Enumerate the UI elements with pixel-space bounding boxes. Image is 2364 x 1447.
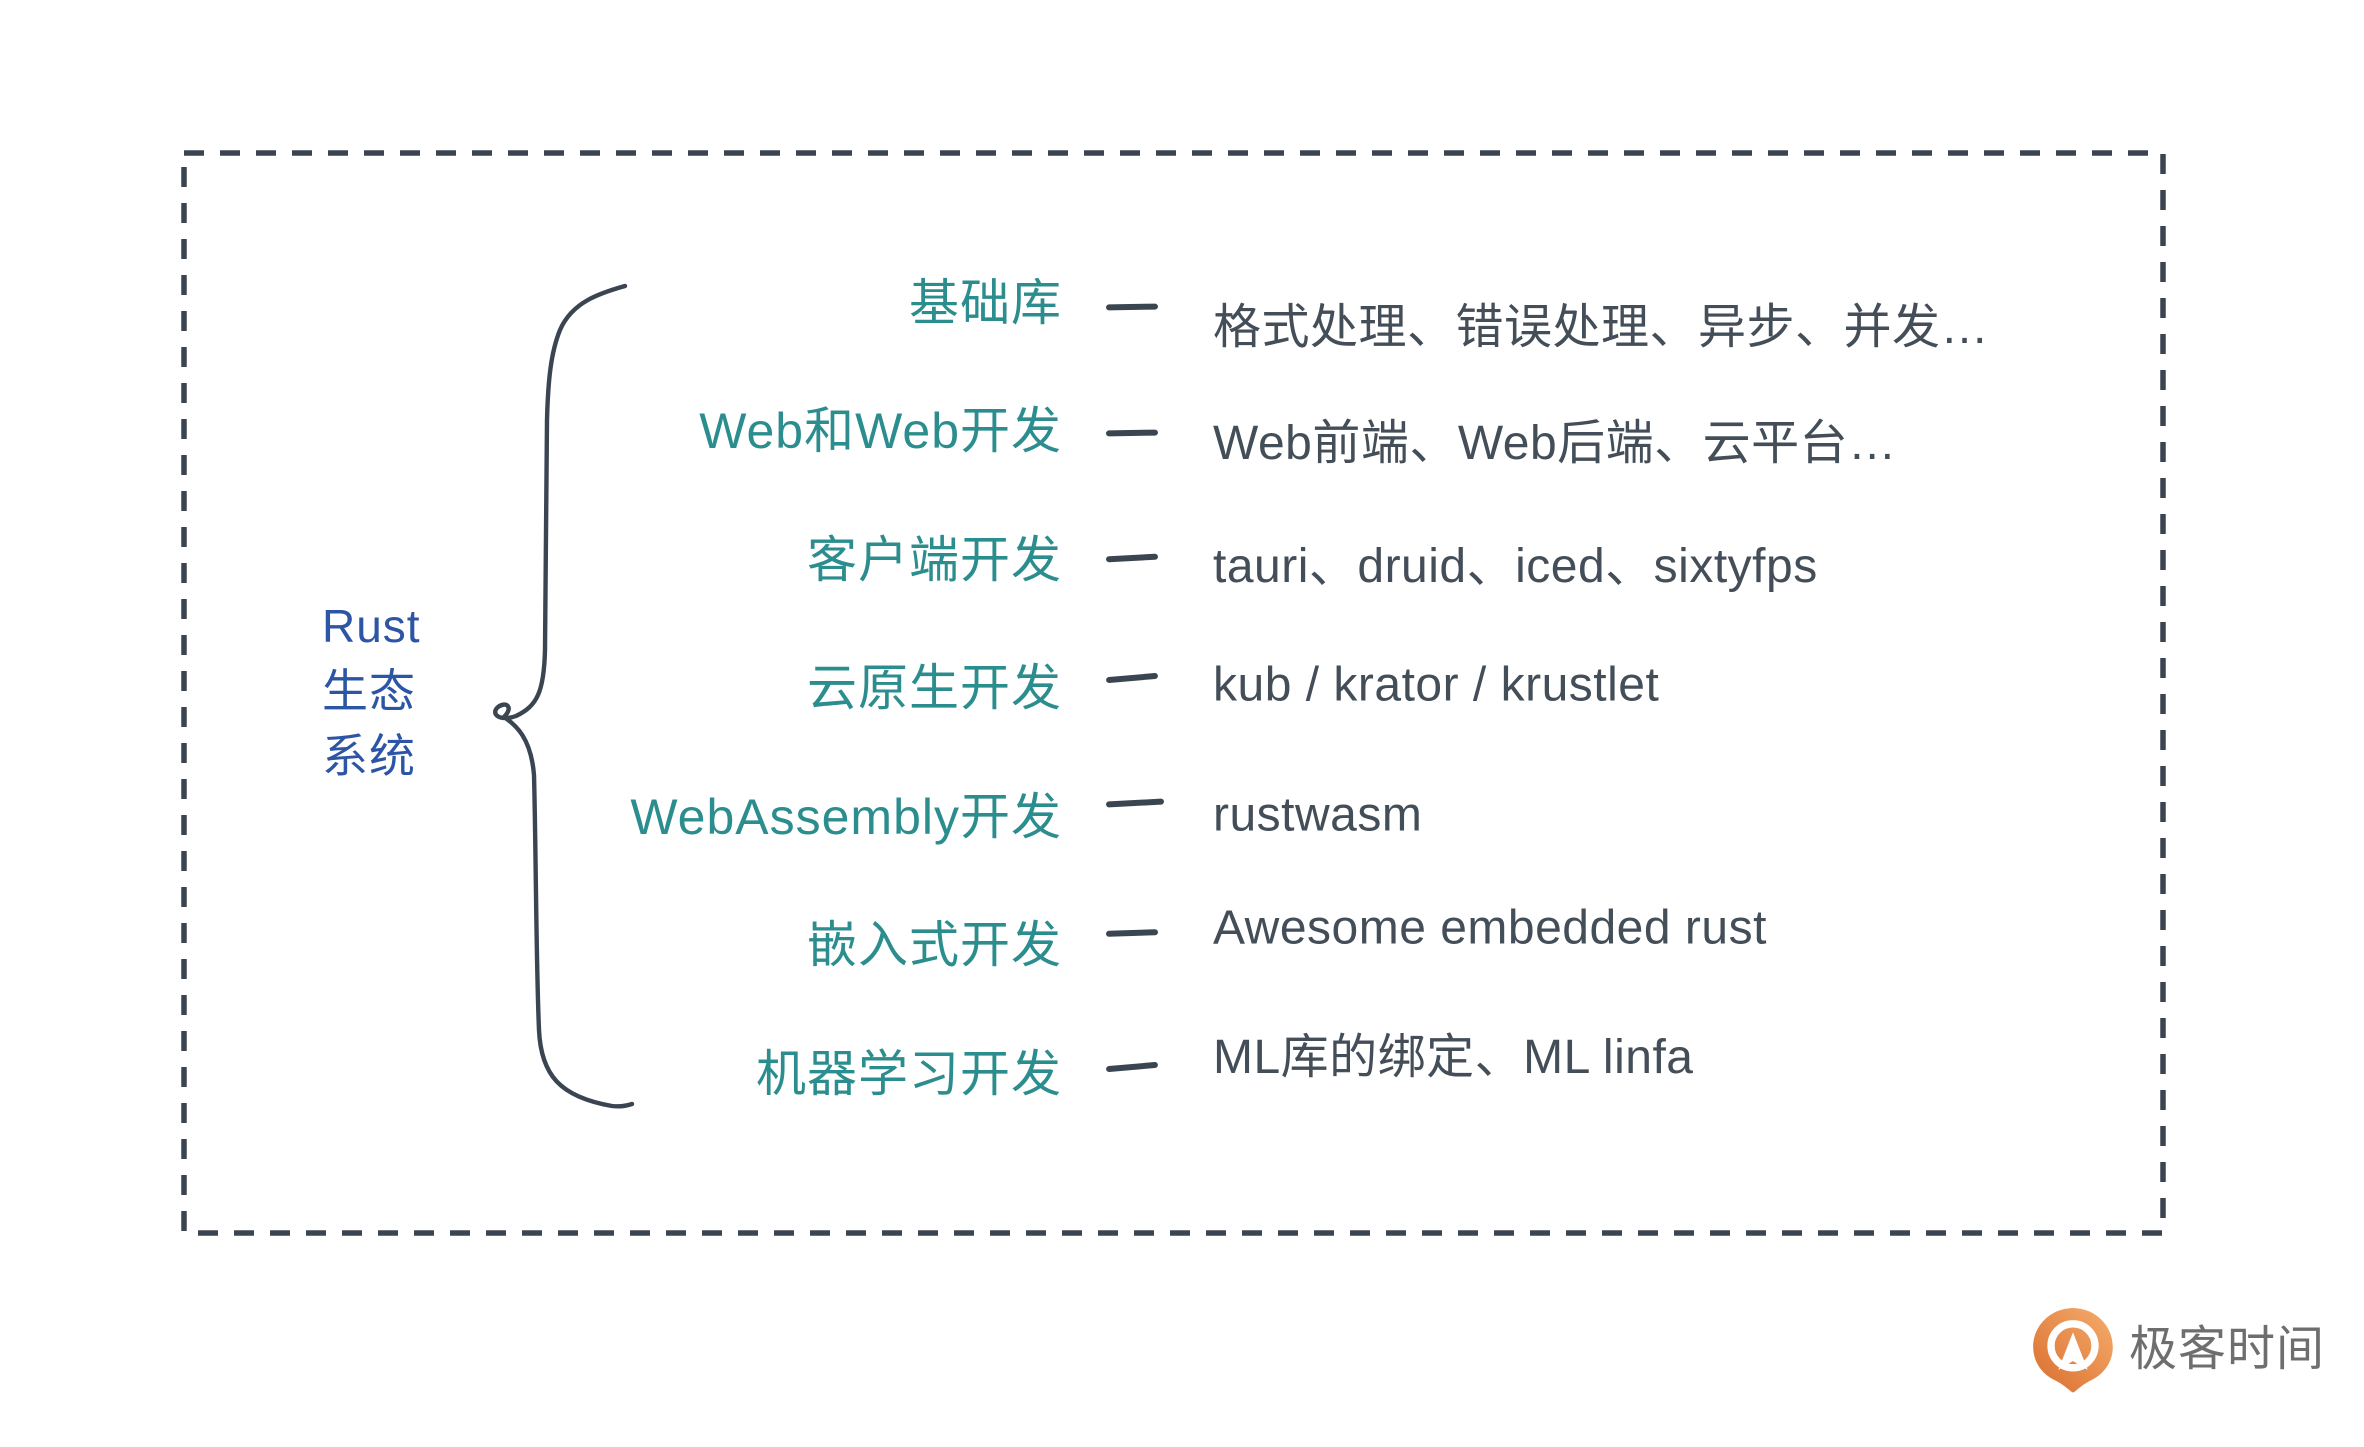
brand-footer: 极客时间	[2031, 1306, 2325, 1394]
geektime-logo-text: 极客时间	[2129, 1323, 2326, 1376]
category-items: ML库的绑定、ML linfa	[1213, 1031, 1694, 1084]
category-items: Web前端、Web后端、云平台…	[1213, 417, 1897, 470]
geektime-logo-icon	[2033, 1308, 2113, 1393]
category-label: WebAssembly开发	[630, 789, 1062, 845]
category-label: 客户端开发	[807, 532, 1062, 588]
category-items: rustwasm	[1213, 788, 1423, 842]
category-items: tauri、druid、iced、sixtyfps	[1213, 540, 1818, 593]
category-items: kub / krator / krustlet	[1213, 658, 1660, 712]
connector-dash	[1105, 1061, 1159, 1073]
category-label: 基础库	[909, 275, 1062, 331]
category-label: 机器学习开发	[756, 1046, 1062, 1102]
category-label: 嵌入式开发	[807, 917, 1062, 973]
root-label-line: Rust	[322, 600, 421, 652]
root-label-line: 系统	[322, 730, 416, 782]
category-items: 格式处理、错误处理、异步、并发…	[1213, 301, 1990, 354]
root-node-label: Rust 生态 系统	[322, 594, 421, 789]
connector-dash	[1105, 798, 1165, 808]
connector-dash	[1105, 429, 1159, 437]
category-label: 云原生开发	[807, 660, 1062, 716]
connector-dash	[1105, 672, 1159, 684]
category-items: Awesome embedded rust	[1213, 901, 1767, 955]
root-label-line: 生态	[322, 665, 416, 717]
category-label: Web和Web开发	[699, 403, 1062, 459]
connector-dash	[1105, 303, 1159, 311]
connector-dash	[1105, 929, 1159, 937]
connector-dash	[1105, 553, 1159, 563]
